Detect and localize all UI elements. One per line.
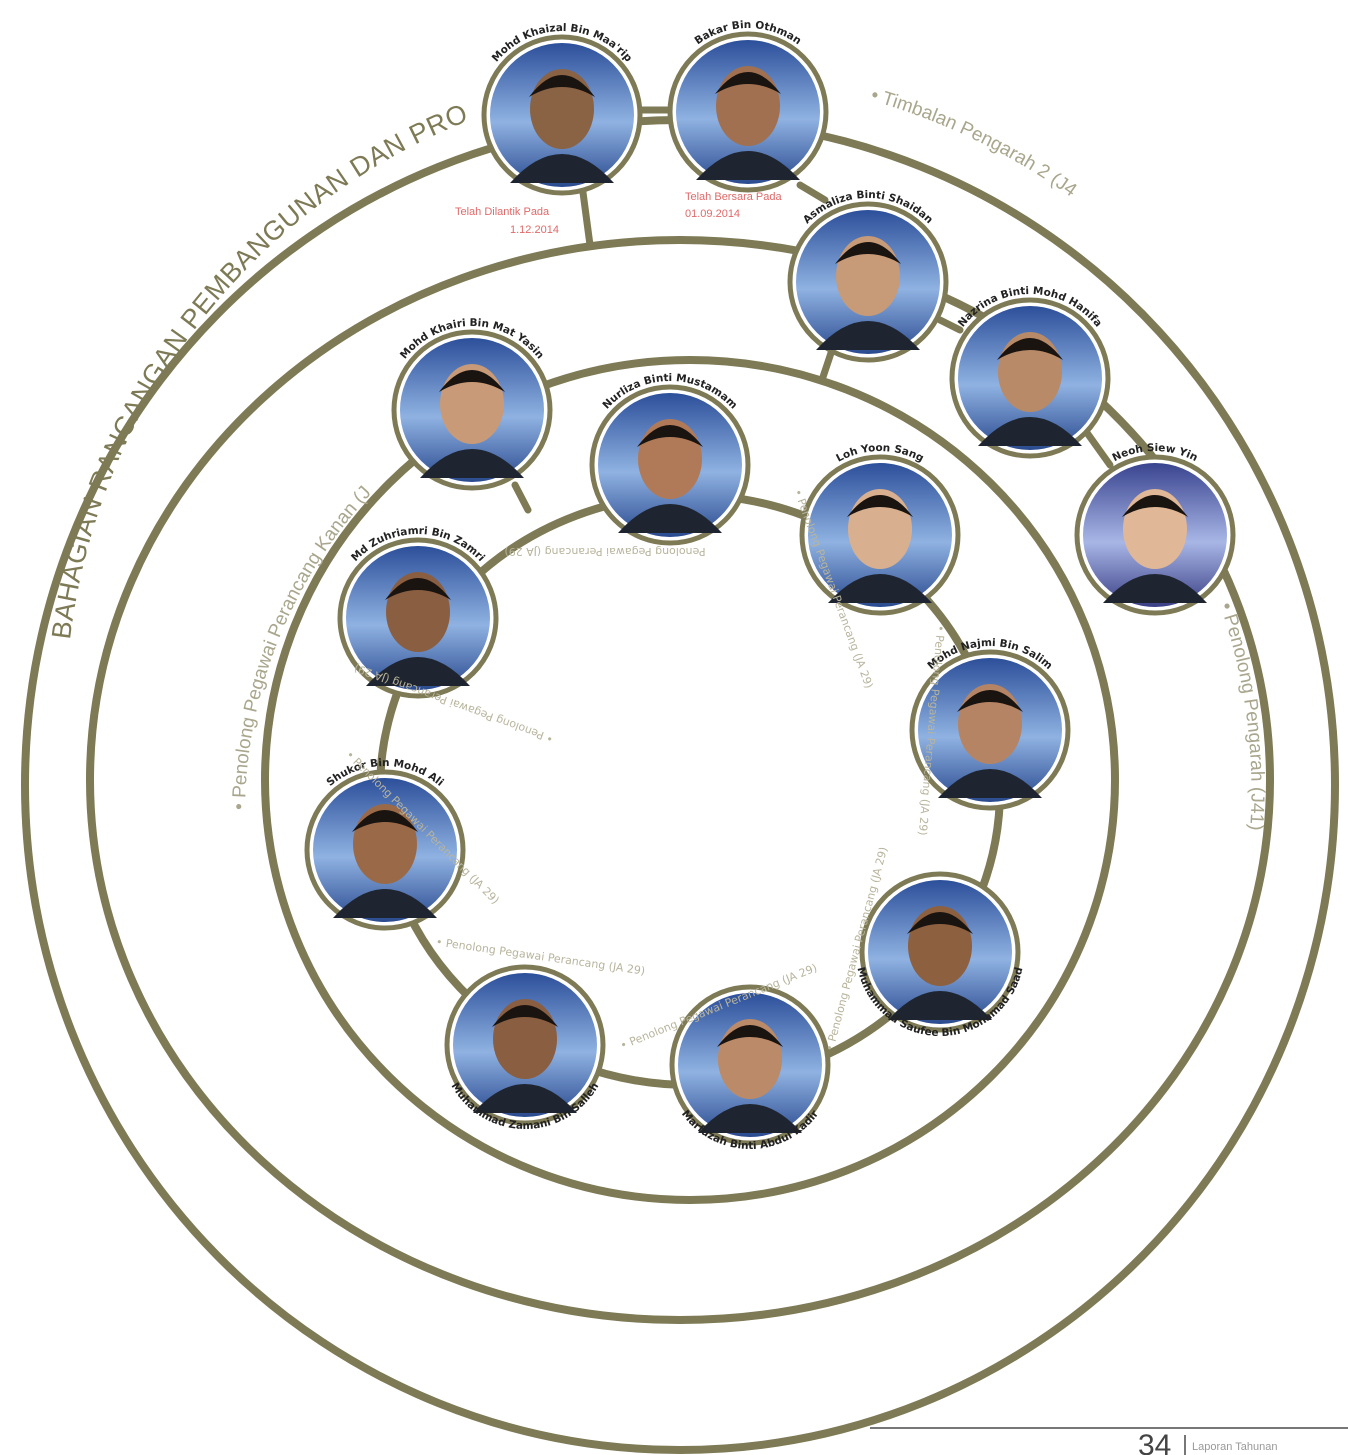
connector <box>582 185 590 245</box>
role-penolong-pengarah-path: • Penolong Pengarah (J41) <box>1215 600 1267 831</box>
person-portrait: Loh Yoon Sang <box>796 442 964 613</box>
role-penolong-kanan-path: • Penolong Pegawai Perancang Kanan (J36) <box>0 0 375 810</box>
note-bersara-2: 01.09.2014 <box>685 208 740 220</box>
person-portrait: Nazrina Binti Mohd Hanifa <box>946 285 1114 456</box>
note-dilantik-2: 1.12.2014 <box>510 224 559 236</box>
page-tag: Laporan Tahunan <box>1192 1441 1277 1453</box>
page-number: 34 <box>1138 1429 1171 1455</box>
note-dilantik-1: Telah Dilantik Pada <box>455 206 550 218</box>
person-portrait: Nurliza Binti Mustamam <box>586 372 754 543</box>
connector <box>822 350 832 380</box>
person-portrait: Muhammad Zamani Bin Salleh <box>441 967 609 1132</box>
outer-ring <box>25 120 1335 1450</box>
person-portrait: Neoh Siew Yin <box>1071 442 1239 613</box>
person-role: Penolong Pegawai Perancang (JA 29) <box>504 545 705 558</box>
person-portrait: Mohd Khairi Bin Mat Yasin <box>388 317 556 488</box>
person-portrait: Asmaliza Binti Shaidan <box>784 189 952 360</box>
connector <box>515 485 528 510</box>
role-penolong-pengarah: • Penolong Pengarah (J41) <box>1215 600 1267 831</box>
role-penolong-kanan: • Penolong Pegawai Perancang Kanan (J36) <box>0 0 375 810</box>
person-portrait: Muhammad Saufee Bin Mohamad Saad <box>855 874 1026 1039</box>
person-portrait: Bakar Bin Othman <box>664 19 832 190</box>
note-bersara-1: Telah Bersara Pada <box>685 191 782 203</box>
connector <box>800 185 825 200</box>
person-portrait: Mohd Khaizal Bin Maa'rip <box>478 22 646 193</box>
connector <box>1085 430 1110 465</box>
